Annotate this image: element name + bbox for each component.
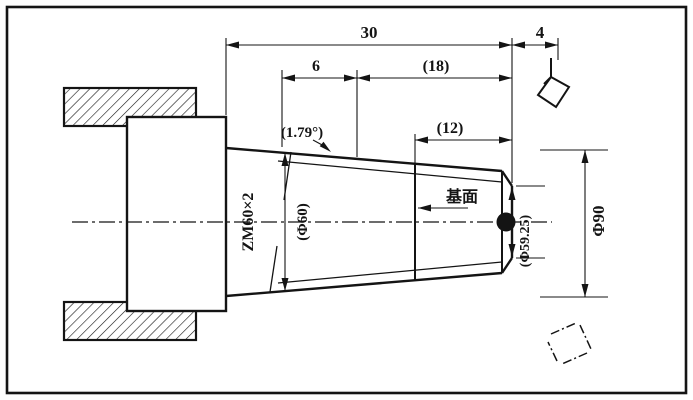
taper-angle-label: (1.79°)	[281, 125, 323, 141]
spindle-body	[125, 115, 228, 313]
dim-18-label: (18)	[423, 58, 450, 75]
dimension-arrowheads	[226, 41, 589, 297]
measuring-ball-icon	[496, 212, 516, 232]
end-dia-label: (Φ59.25)	[518, 214, 533, 267]
phantom-tool-icon	[547, 322, 592, 365]
dim-6-label: 6	[312, 58, 320, 75]
extension-lines	[225, 38, 608, 298]
datum-plane-label: 基面	[445, 187, 478, 206]
dim-30-label: 30	[361, 23, 378, 42]
cutting-tool-icon	[536, 58, 571, 109]
dim-4-label: 4	[536, 23, 545, 42]
blank-dia-label: Φ90	[589, 205, 608, 236]
dim-12-label: (12)	[437, 120, 464, 137]
thread-spec-label: ZM60×2	[240, 193, 257, 252]
major-dia-label: (Φ60)	[295, 203, 311, 240]
